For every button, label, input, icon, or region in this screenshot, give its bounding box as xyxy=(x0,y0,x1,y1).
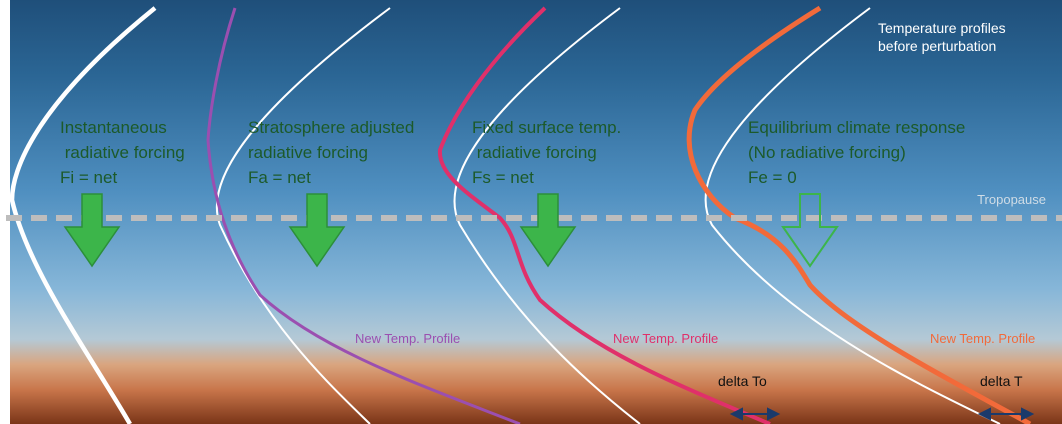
caption-fa: Stratosphere adjusted radiative forcing … xyxy=(248,118,414,187)
double-headed-arrow-icon xyxy=(977,407,1035,421)
hollow-down-arrow-icon xyxy=(781,193,839,268)
delta-to-label: delta To xyxy=(718,373,767,389)
before-line: before perturbation xyxy=(878,38,996,54)
caption-fi: Instantaneous radiative forcing Fi = net xyxy=(60,118,185,187)
original-profile-1 xyxy=(9,6,157,424)
before-perturbation-label: Temperature profiles before perturbation xyxy=(878,20,1006,54)
stratosphere-adjusted-profile xyxy=(206,7,521,424)
caption-line: radiative forcing xyxy=(60,143,185,162)
caption-line: (No radiative forcing) xyxy=(748,143,906,162)
caption-line: Fs = net xyxy=(472,168,534,187)
down-arrow-icon xyxy=(519,193,577,268)
new-profile-label-surface: New Temp. Profile xyxy=(613,331,718,346)
caption-fs: Fixed surface temp. radiative forcing Fs… xyxy=(472,118,621,187)
tropopause-label: Tropopause xyxy=(977,192,1046,207)
delta-t-label: delta T xyxy=(980,373,1023,389)
original-profile-2 xyxy=(215,7,391,424)
caption-line: Fixed surface temp. xyxy=(472,118,621,137)
caption-line: Fi = net xyxy=(60,168,117,187)
caption-line: Stratosphere adjusted xyxy=(248,118,414,137)
new-profile-label-equilibrium: New Temp. Profile xyxy=(930,331,1035,346)
caption-line: radiative forcing xyxy=(248,143,368,162)
double-headed-arrow-icon xyxy=(729,407,781,421)
caption-line: Fe = 0 xyxy=(748,168,797,187)
original-profile-3 xyxy=(453,7,641,424)
caption-fe: Equilibrium climate response (No radiati… xyxy=(748,118,965,187)
down-arrow-icon xyxy=(288,193,346,268)
caption-line: Instantaneous xyxy=(60,118,167,137)
sky-background xyxy=(10,0,1062,424)
down-arrow-icon xyxy=(63,193,121,268)
caption-line: Equilibrium climate response xyxy=(748,118,965,137)
fixed-surface-profile xyxy=(437,6,771,424)
caption-line: radiative forcing xyxy=(472,143,597,162)
original-profiles xyxy=(215,7,1001,424)
original-profile-4 xyxy=(704,7,1001,424)
before-line: Temperature profiles xyxy=(878,20,1006,36)
caption-line: Fa = net xyxy=(248,168,311,187)
new-profile-label-stratosphere: New Temp. Profile xyxy=(355,331,460,346)
